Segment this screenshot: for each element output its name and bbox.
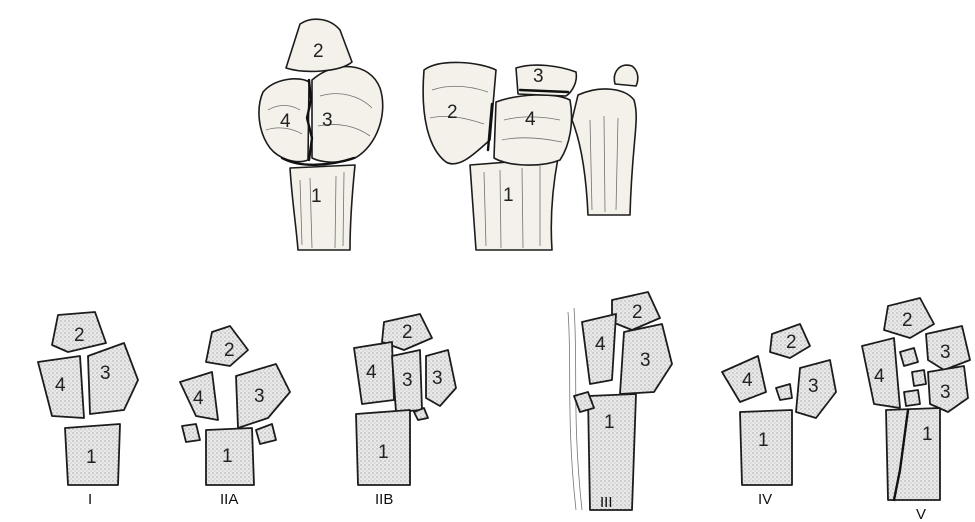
ulnar-styloid: [614, 65, 637, 86]
label-2: 2: [313, 41, 324, 62]
label-1: 1: [503, 185, 514, 206]
label-1: 1: [758, 430, 769, 451]
label-2: 2: [224, 340, 235, 361]
label-2: 2: [786, 332, 797, 353]
label-4: 4: [742, 370, 753, 391]
caption-type-IIA: IIA: [220, 491, 238, 508]
caption-type-III: III: [600, 494, 613, 511]
label-1: 1: [222, 446, 233, 467]
label-2: 2: [74, 325, 85, 346]
label-1: 1: [922, 424, 933, 445]
label-3: 3: [254, 386, 265, 407]
type-IIA-diagram: 2 4 3 1 IIA: [180, 326, 290, 508]
type-IV-diagram: 2 4 3 1 IV: [722, 324, 836, 508]
caption-type-IIB: IIB: [375, 491, 393, 508]
fragment-4-lateral: [494, 95, 572, 165]
label-3: 3: [402, 370, 413, 391]
small-fragment: [912, 370, 926, 386]
caption-type-V: V: [916, 506, 926, 522]
label-3b: 3: [940, 382, 951, 403]
radius-shaft: [290, 165, 355, 250]
small-fragment: [900, 348, 918, 366]
fragment-1: [886, 408, 940, 500]
label-3: 3: [940, 342, 951, 363]
label-4: 4: [366, 362, 377, 383]
label-1: 1: [378, 442, 389, 463]
label-4: 4: [280, 111, 291, 132]
type-I-diagram: 2 4 3 1 I: [38, 312, 138, 508]
small-fragment: [256, 424, 276, 444]
small-fragment: [182, 424, 200, 442]
top-left-illustration: 2 4 3 1: [259, 19, 383, 250]
label-2: 2: [447, 102, 458, 123]
fragment-2-lateral: [423, 62, 496, 163]
label-3b: 3: [432, 368, 443, 389]
label-1: 1: [311, 186, 322, 207]
small-fragment: [776, 384, 792, 400]
small-fragment: [904, 390, 920, 406]
label-2: 2: [902, 310, 913, 331]
label-3: 3: [808, 376, 819, 397]
label-4: 4: [525, 109, 536, 130]
radius-shaft-lateral: [470, 158, 558, 250]
label-4: 4: [55, 375, 66, 396]
label-1: 1: [604, 412, 615, 433]
label-2: 2: [402, 322, 413, 343]
label-4: 4: [874, 366, 885, 387]
label-3: 3: [533, 66, 544, 87]
top-right-illustration: 2 3 4 1: [423, 62, 638, 250]
label-4: 4: [595, 334, 606, 355]
type-IIB-diagram: 2 4 3 3 1 IIB: [354, 314, 456, 508]
type-III-diagram: 2 4 3 1 III: [568, 292, 672, 511]
label-4: 4: [193, 388, 204, 409]
type-V-diagram: 2 4 3 3 1 V: [862, 298, 970, 522]
label-3: 3: [100, 363, 111, 384]
caption-type-I: I: [88, 491, 92, 508]
label-3: 3: [640, 350, 651, 371]
fragment-3: [88, 343, 138, 414]
label-3: 3: [322, 110, 333, 131]
label-2: 2: [632, 302, 643, 323]
caption-type-IV: IV: [758, 491, 772, 508]
label-1: 1: [86, 447, 97, 468]
